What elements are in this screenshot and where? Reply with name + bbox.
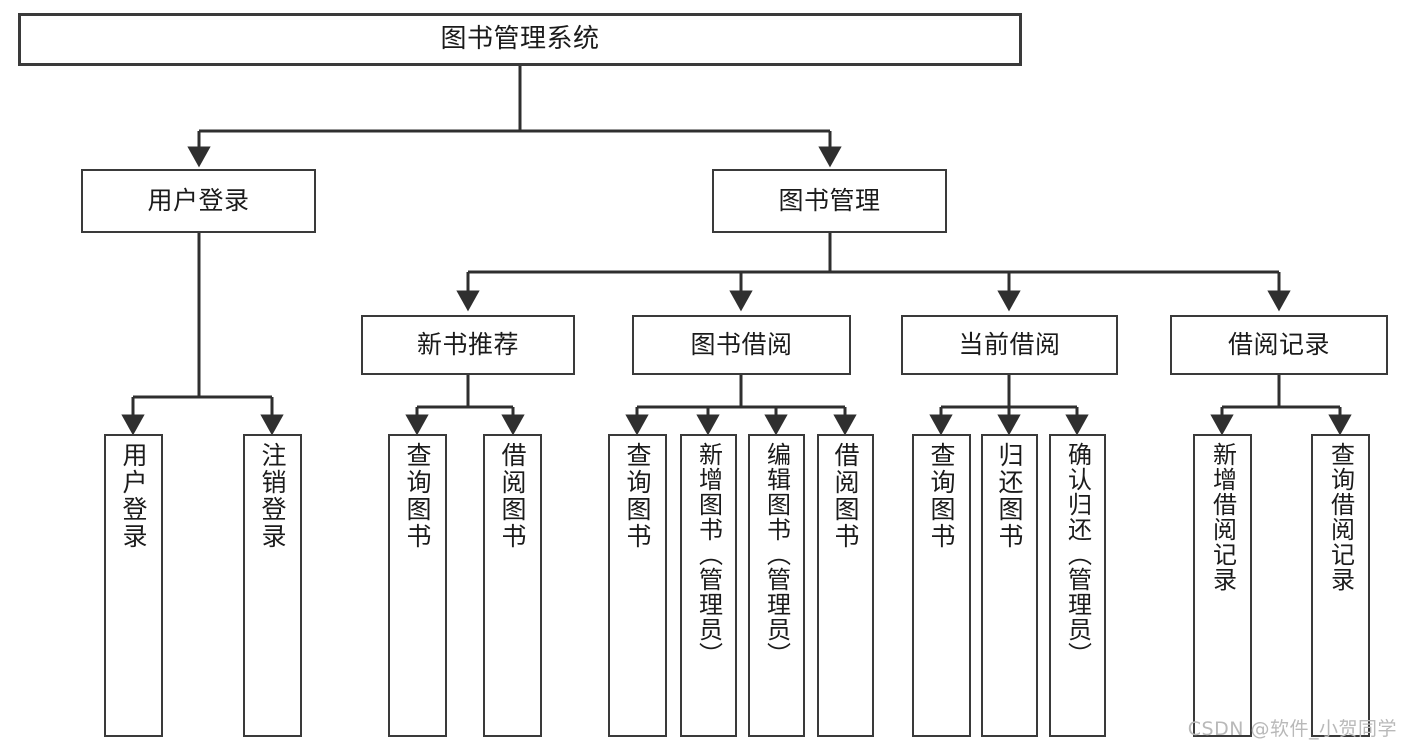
node-leaf-return-book[interactable]: 归还图书: [981, 434, 1038, 737]
node-label: 编辑图书（管理员）: [762, 442, 791, 667]
node-label: 新书推荐: [416, 329, 519, 359]
node-leaf-borrow-book-new-recommend[interactable]: 借阅图书: [483, 434, 542, 737]
node-user-login[interactable]: 用户登录: [81, 169, 316, 233]
node-label: 当前借阅: [958, 329, 1061, 359]
node-label: 借阅图书: [831, 442, 860, 550]
node-label: 新增图书（管理员）: [694, 442, 723, 667]
node-label: 确认归还（管理员）: [1063, 442, 1092, 667]
node-current-borrow[interactable]: 当前借阅: [901, 315, 1118, 375]
node-label: 借阅记录: [1227, 329, 1330, 359]
node-leaf-add-book-admin[interactable]: 新增图书（管理员）: [680, 434, 737, 737]
node-leaf-query-book-new-recommend[interactable]: 查询图书: [388, 434, 447, 737]
node-label: 用户登录: [119, 442, 148, 550]
node-label: 注销登录: [258, 442, 287, 550]
node-label: 图书借阅: [690, 329, 793, 359]
node-leaf-query-book-borrow[interactable]: 查询图书: [608, 434, 667, 737]
node-leaf-confirm-return-admin[interactable]: 确认归还（管理员）: [1049, 434, 1106, 737]
node-root-book-management-system[interactable]: 图书管理系统: [18, 13, 1022, 66]
node-label: 借阅图书: [498, 442, 527, 550]
node-leaf-logout-login[interactable]: 注销登录: [243, 434, 302, 737]
node-borrow-record[interactable]: 借阅记录: [1170, 315, 1388, 375]
node-label: 查询图书: [927, 442, 956, 550]
node-leaf-query-borrow-record[interactable]: 查询借阅记录: [1311, 434, 1370, 737]
node-new-book-recommend[interactable]: 新书推荐: [361, 315, 575, 375]
node-book-borrow[interactable]: 图书借阅: [632, 315, 851, 375]
node-label: 查询图书: [403, 442, 432, 550]
node-label: 图书管理: [778, 185, 881, 215]
node-label: 用户登录: [147, 185, 250, 215]
csdn-watermark: CSDN @软件_小贺同学: [1187, 718, 1397, 740]
node-label: 查询借阅记录: [1326, 442, 1355, 592]
node-label: 查询图书: [623, 442, 652, 550]
node-leaf-edit-book-admin[interactable]: 编辑图书（管理员）: [748, 434, 805, 737]
node-label: 图书管理系统: [440, 23, 600, 54]
node-leaf-user-login[interactable]: 用户登录: [104, 434, 163, 737]
node-book-management[interactable]: 图书管理: [712, 169, 947, 233]
node-leaf-add-borrow-record[interactable]: 新增借阅记录: [1193, 434, 1252, 737]
node-leaf-borrow-book-borrow[interactable]: 借阅图书: [817, 434, 874, 737]
node-leaf-query-book-current[interactable]: 查询图书: [912, 434, 971, 737]
node-label: 归还图书: [995, 442, 1024, 550]
node-label: 新增借阅记录: [1208, 442, 1237, 592]
